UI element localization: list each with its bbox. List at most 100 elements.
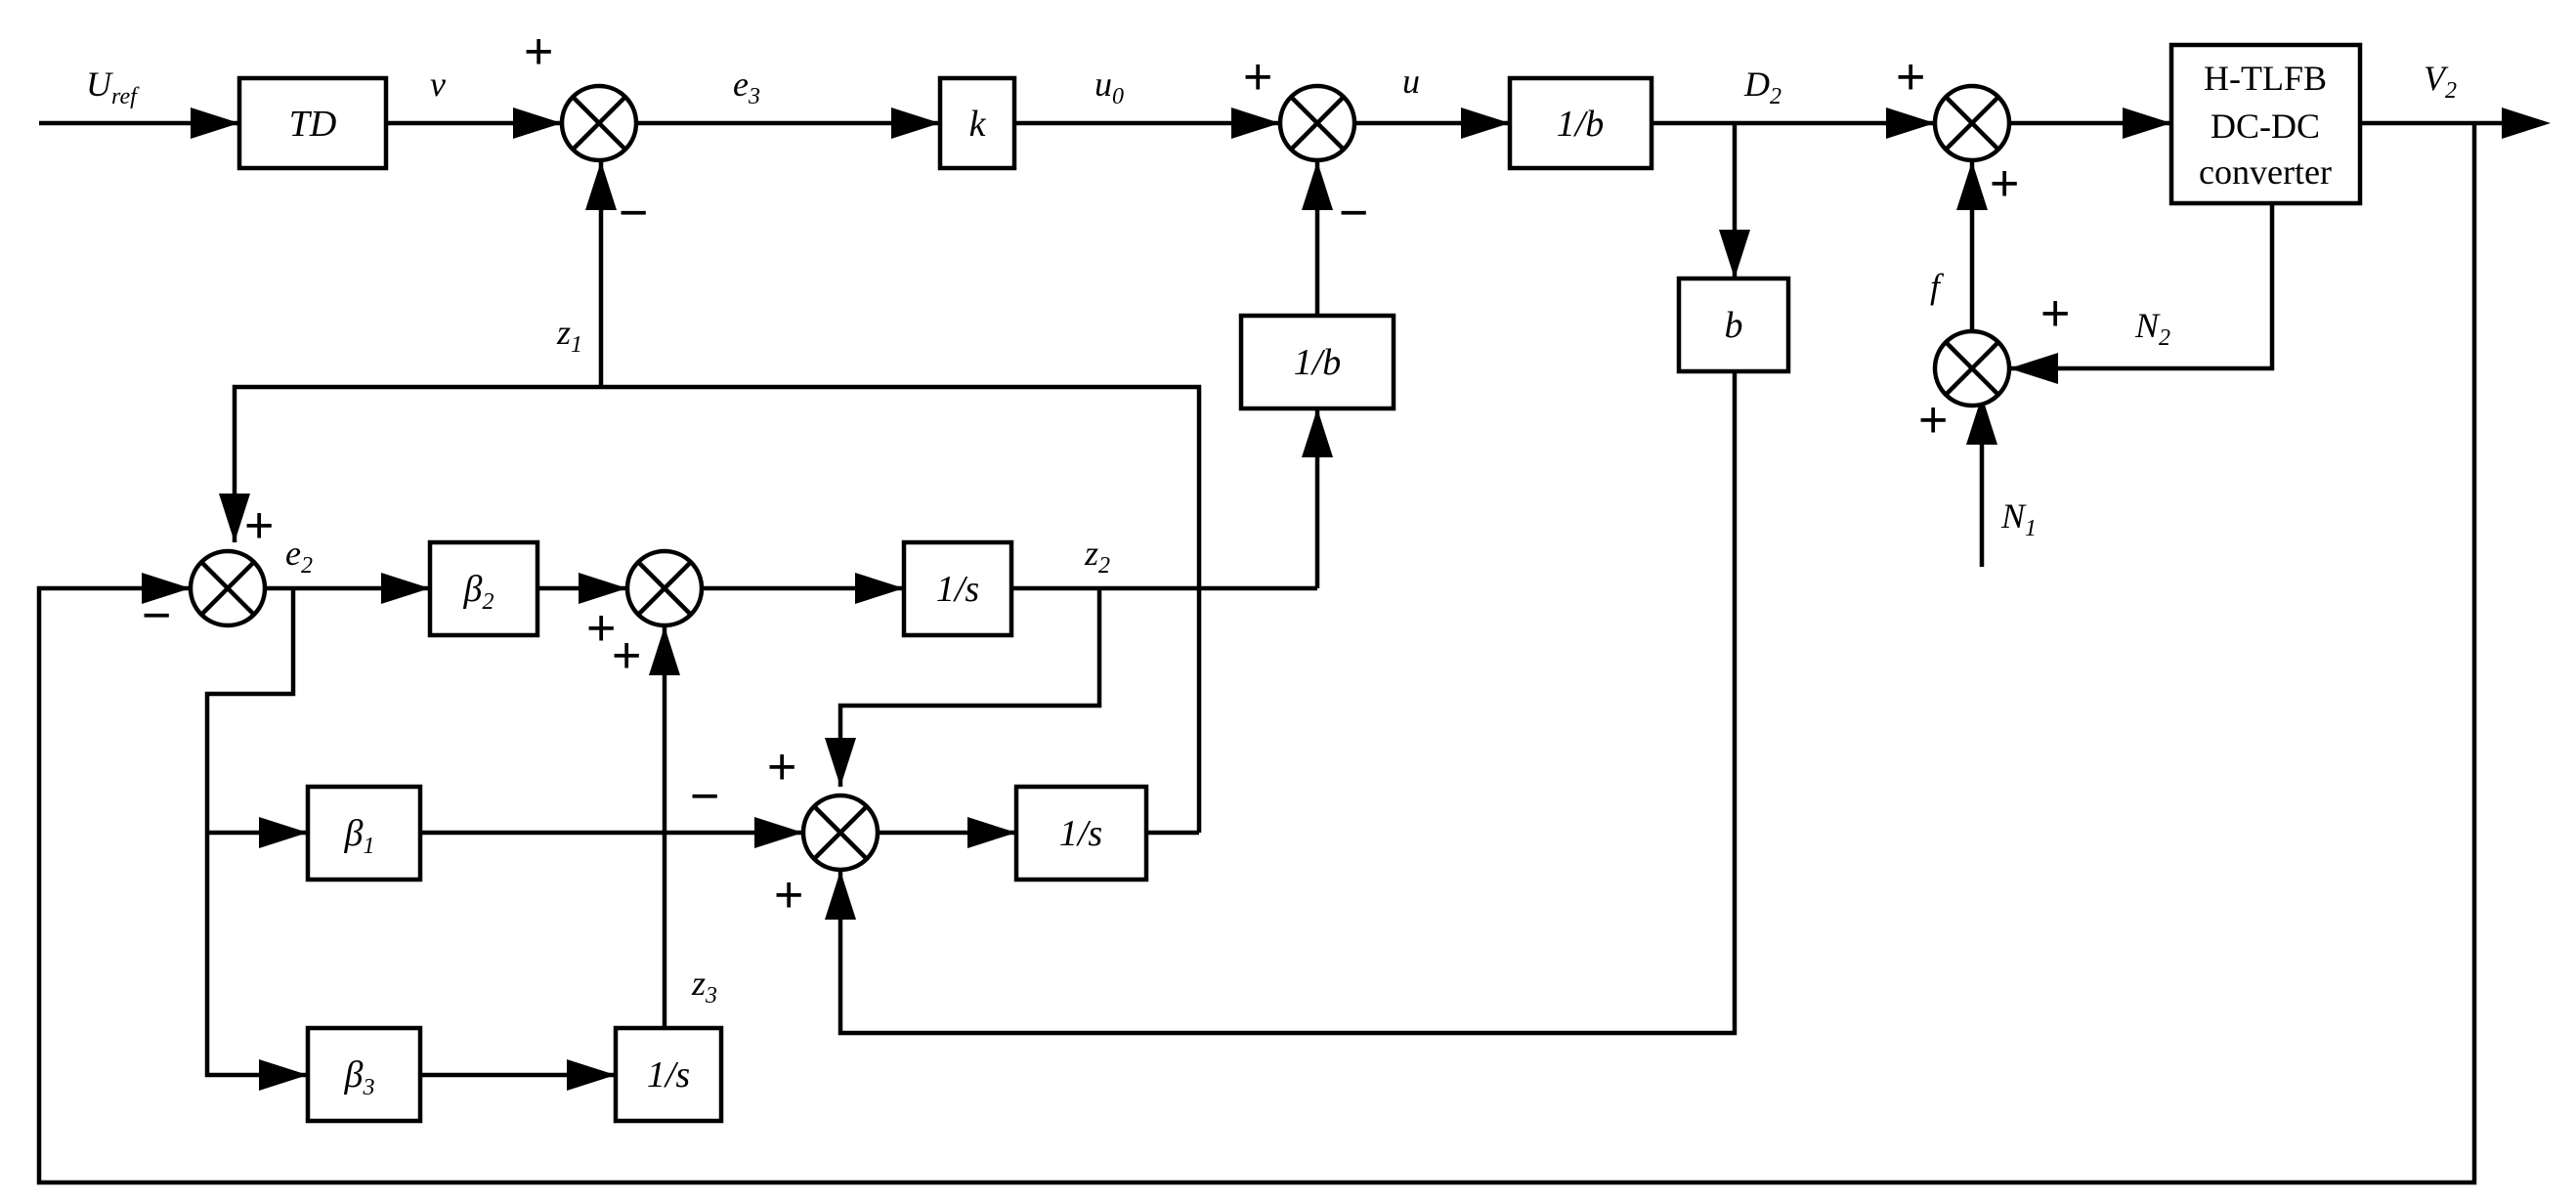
sign-plus-e3: + [524,23,553,80]
block-inv-b-feedback: 1/b [1238,313,1396,411]
arrow-beta1-in [259,817,308,848]
block-integrator-z3: 1/s [613,1025,724,1124]
arrow-beta2-out [579,573,627,604]
sign-plus-z1-bottom: + [774,867,803,924]
label-e3: e3 [733,64,760,109]
sum-error-e3 [559,83,639,163]
block-integrator-z3-label: 1/s [647,1054,690,1096]
label-n2: N2 [2134,306,2170,351]
wire-n2 [2009,203,2275,371]
label-z2: z2 [1084,534,1110,579]
sign-plus-z1-top: + [767,739,796,795]
arrow-u [1461,107,1510,139]
arrow-v2-out [2502,107,2551,139]
arrow-v [513,107,562,139]
block-integrator-z2: 1/s [901,539,1014,638]
sign-minus-e2: − [142,587,171,644]
arrow-z2-down [825,738,856,787]
label-v: v [430,64,446,104]
label-f: f [1930,267,1945,306]
block-plant-converter: H-TLFB DC-DC converter [2168,42,2363,206]
block-b: b [1676,276,1791,374]
arrow-plant-in [2123,107,2171,139]
block-td: TD [236,75,389,171]
sign-plus-plant-bottom: + [1990,155,2019,212]
arrow-uref [191,107,239,139]
arrow-int2-in [855,573,904,604]
sum-plant-input [1932,83,2012,163]
arrow-int1-in [967,817,1016,848]
sign-markers: + − + − + + + + + − + + + − + [142,23,2070,924]
sign-minus-e3: − [619,185,648,241]
label-v2: V2 [2424,59,2457,104]
block-inv-b-forward-label: 1/b [1557,104,1605,145]
block-integrator-z1-label: 1/s [1059,813,1102,854]
arrow-invb-out [1302,161,1333,210]
wire-e2-branch [204,588,308,1078]
arrow-n2 [2009,353,2058,384]
arrow-invb-in [1302,408,1333,457]
sum-observer-z1 [800,793,880,873]
block-k: k [937,75,1017,171]
arrow-u0 [1231,107,1280,139]
sign-minus-z1-left: − [690,768,719,825]
signal-wires [36,120,2541,1185]
sum-control-u [1277,83,1357,163]
arrow-beta3-in [259,1059,308,1091]
label-u0: u0 [1095,64,1124,109]
arrow-n1 [1966,396,1997,445]
arrow-beta1-out [754,817,803,848]
block-td-label: TD [289,104,337,145]
label-n1: N1 [2000,496,2037,541]
arrow-e3 [891,107,940,139]
label-u: u [1402,62,1420,101]
arrow-z1-up [585,161,617,210]
sign-minus-u: − [1339,185,1368,241]
plant-label-line3: converter [2199,152,2332,192]
block-k-label: k [969,104,987,145]
block-inv-b-feedback-label: 1/b [1294,342,1342,383]
label-z3: z3 [691,964,717,1009]
sign-plus-u: + [1243,49,1272,106]
label-z1: z1 [556,313,582,358]
arrow-d2-down [1719,230,1750,279]
arrow-z1-down [219,494,250,542]
signal-labels: Uref v e3 u0 u D2 V2 f N2 N1 z1 e2 z2 z3 [86,59,2457,1009]
block-b-label: b [1725,305,1743,346]
wire-z1 [232,384,1202,833]
block-integrator-z2-label: 1/s [936,569,979,610]
block-beta1: β1 [305,784,423,882]
block-beta1-label: β1 [344,813,375,859]
wire-b-feedback [837,371,1738,1036]
block-beta3-label: β3 [344,1054,375,1100]
arrow-int3-in [567,1059,616,1091]
block-beta2: β2 [427,539,540,638]
arrow-d2 [1886,107,1935,139]
arrow-b-feedback [825,871,856,920]
arrow-e2 [381,573,430,604]
label-uref: Uref [86,64,140,109]
plant-label-line1: H-TLFB [2204,59,2327,98]
label-e2: e2 [285,534,313,579]
sign-plus-plant-left: + [1896,49,1925,106]
plant-label-line2: DC-DC [2211,107,2320,146]
sum-observer-e2 [188,548,268,628]
sign-plus-z2-bottom: + [612,627,641,684]
arrow-z3-up [649,626,680,675]
sum-observer-z2 [624,548,705,628]
summing-junctions [188,83,2012,873]
block-beta3: β3 [305,1025,423,1124]
sign-plus-n2: + [2040,285,2070,342]
sign-plus-z2-left: + [586,600,616,657]
block-integrator-z1: 1/s [1013,784,1149,882]
block-beta2-label: β2 [463,569,494,615]
arrow-v2-feedback [142,573,191,604]
block-inv-b-forward: 1/b [1507,75,1654,171]
sign-plus-n1: + [1918,392,1948,449]
arrowheads [142,107,2551,1091]
sign-plus-e2: + [244,497,274,554]
arrow-f [1956,161,1988,210]
wire-v2-feedback [36,123,2477,1185]
label-d2: D2 [1743,64,1782,109]
